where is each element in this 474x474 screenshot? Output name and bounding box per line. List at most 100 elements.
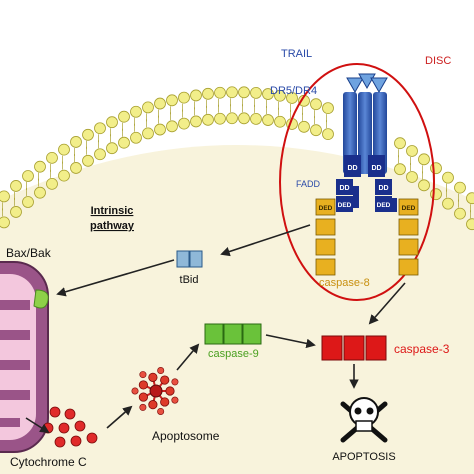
lipid-head (454, 207, 466, 220)
lipid-head (82, 128, 94, 141)
apoptosome-subunit (171, 396, 179, 404)
lipid-head (286, 92, 298, 104)
lipid-head (178, 117, 190, 130)
cytoplasm (0, 145, 474, 474)
lipid-head (274, 115, 286, 128)
lipid-head (166, 94, 178, 107)
apoptosome-subunit (157, 367, 165, 375)
cytochrome-c-molecule (74, 420, 86, 432)
caspase-3-protein (321, 335, 387, 361)
apoptosome-subunit (160, 397, 170, 407)
lipid-head (202, 113, 214, 126)
ded-label-fadd-left: DED (338, 202, 352, 209)
lipid-head (274, 89, 286, 102)
pathway-arrows (25, 224, 406, 434)
trail-ligand (346, 73, 388, 94)
cytochrome-c-molecule (58, 422, 70, 434)
lipid-head (394, 137, 406, 150)
lipid-head (94, 148, 106, 161)
cytochrome-c-molecule (54, 436, 66, 448)
apoptosome-subunit (160, 375, 170, 385)
lipid-head (0, 216, 10, 229)
cytochrome-c-molecule (64, 408, 76, 420)
cytochrome-c-molecule (70, 435, 82, 447)
lipid-head (34, 186, 46, 199)
lipid-head (106, 142, 118, 155)
lipid-head (442, 171, 454, 184)
lipid-head (250, 86, 262, 99)
skull-crossbones-icon (340, 397, 388, 443)
caspase-8-left (315, 198, 336, 276)
bax-bak-label: Bax/Bak (6, 246, 52, 260)
apoptosis-label: APOPTOSIS (332, 451, 395, 463)
cytochrome-c-molecule (86, 432, 98, 444)
caspase-9-label: caspase-9 (208, 348, 259, 360)
lipid-head (310, 124, 322, 137)
intrinsic-pathway-line1: Intrinsic (91, 205, 134, 217)
receptor-label: DR5/DR4 (270, 85, 317, 97)
lipid-head (22, 170, 34, 182)
fadd-left (336, 179, 359, 212)
lipid-head (298, 120, 310, 133)
apoptosome-hub (149, 384, 163, 398)
lipid-head (58, 169, 70, 182)
apoptosome-subunit (138, 392, 148, 402)
lipid-head (238, 86, 250, 99)
lipid-head (190, 115, 202, 128)
dd-label-receptor-left: DD (347, 165, 357, 172)
apoptosome-subunit (139, 403, 147, 411)
lipid-head (466, 218, 474, 231)
lipid-head (154, 123, 166, 136)
lipid-head (214, 112, 226, 125)
lipid-head (406, 171, 418, 183)
lipid-head (190, 89, 202, 102)
lipid-head (226, 112, 238, 125)
dd-label-fadd-left: DD (339, 185, 349, 192)
ded-label-casp8-left: DED (319, 205, 333, 212)
lipid-head (0, 190, 10, 203)
apoptosome-label: Apoptosome (152, 429, 220, 443)
disc-label: DISC (425, 55, 451, 67)
lipid-head (466, 192, 474, 205)
disc-ellipse (279, 63, 435, 301)
lipid-head (10, 180, 22, 192)
caspase-8-right (398, 198, 419, 276)
lipid-head (418, 153, 430, 166)
dd-label-receptor-right: DD (371, 165, 381, 172)
lipid-head (22, 196, 34, 208)
lipid-head (130, 131, 142, 144)
cytochrome-c-label: Cytochrome C (10, 455, 87, 469)
cytochrome-c-molecule (49, 406, 61, 418)
lipid-head (46, 177, 58, 190)
lipid-head (418, 179, 430, 192)
lipid-head (154, 97, 166, 110)
apoptosome-subunit (139, 371, 147, 379)
apoptosome-subunit (148, 400, 158, 410)
lipid-head (250, 112, 262, 125)
lipid-head (442, 197, 454, 210)
apoptosome-subunit (157, 407, 165, 415)
lipid-head (262, 88, 274, 100)
mitochondrion (0, 261, 49, 453)
ded-label-casp8-right: DED (402, 205, 416, 212)
lipid-head (70, 136, 82, 148)
intrinsic-pathway-line2: pathway (90, 220, 135, 232)
ded-label-fadd-right: DED (377, 202, 391, 209)
lipid-head (178, 91, 190, 104)
lipid-head (310, 98, 322, 111)
lipid-head (10, 206, 22, 218)
lipid-head (214, 86, 226, 99)
dd-label-fadd-right: DD (378, 185, 388, 192)
lipid-head (34, 160, 46, 173)
caspase-3-label: caspase-3 (394, 342, 450, 356)
lipid-head (118, 110, 130, 123)
lipid-head (262, 114, 274, 126)
lipid-head (202, 87, 214, 100)
lipid-head (130, 105, 142, 118)
apoptosome-subunit (138, 380, 148, 390)
dr5-dr4-receptor (343, 92, 387, 177)
lipid-head (82, 154, 94, 167)
lipid-head (70, 162, 82, 174)
